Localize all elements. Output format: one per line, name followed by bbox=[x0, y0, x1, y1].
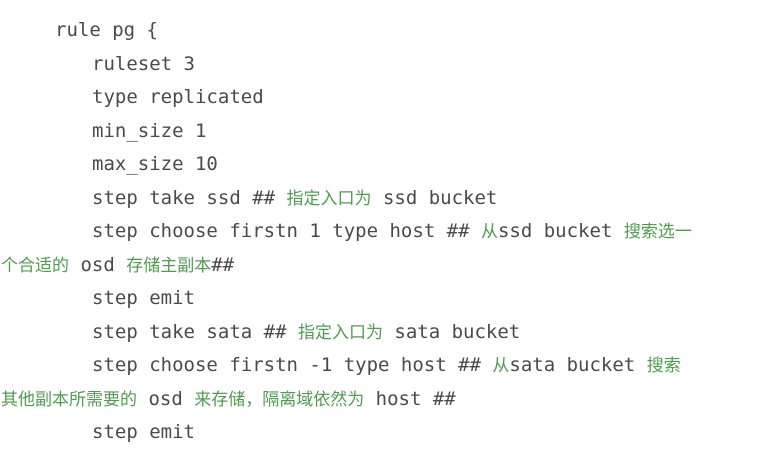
code-text: step take ssd ## bbox=[92, 186, 287, 209]
comment-text-cjk: 指定入口为 bbox=[297, 322, 383, 343]
code-line: step emit bbox=[0, 416, 778, 450]
code-line: rule pg { bbox=[0, 14, 778, 48]
code-line: step take sata ## 指定入口为 sata bucket bbox=[0, 316, 778, 350]
comment-text-cjk: 指定入口为 bbox=[286, 188, 372, 209]
code-line: max_size 10 bbox=[0, 148, 778, 182]
code-line: step choose firstn -1 type host ## 从sata… bbox=[0, 349, 778, 383]
comment-text-cjk: 搜索 bbox=[646, 356, 681, 376]
code-text: type replicated bbox=[92, 86, 264, 108]
code-line: 其他副本所需要的 osd 来存储，隔离域依然为 host ## bbox=[0, 383, 778, 417]
code-text: step emit bbox=[92, 421, 195, 443]
code-text: max_size 10 bbox=[92, 153, 218, 175]
code-text: host ## bbox=[364, 387, 456, 410]
code-lines-container: rule pg { ruleset 3 type replicated min_siz… bbox=[0, 14, 778, 450]
code-text: ssd bucket bbox=[497, 220, 624, 242]
code-text: osd bbox=[137, 387, 195, 410]
code-text: step take sata ## bbox=[92, 320, 298, 343]
code-text: osd bbox=[69, 253, 127, 276]
comment-marker: ## bbox=[211, 253, 235, 276]
code-line: min_size 1 bbox=[0, 115, 778, 149]
code-line: step take ssd ## 指定入口为 ssd bucket bbox=[0, 182, 778, 216]
code-text: step choose firstn -1 type host ## bbox=[92, 354, 493, 376]
comment-text-cjk: 从 bbox=[480, 222, 498, 242]
code-text: ruleset 3 bbox=[92, 52, 195, 75]
code-text: step choose firstn 1 type host ## bbox=[92, 220, 481, 242]
code-text: rule pg { bbox=[55, 19, 158, 41]
comment-text-cjk: 个合适的 bbox=[1, 255, 69, 276]
code-line: 个合适的 osd 存储主副本## bbox=[0, 249, 778, 283]
code-text: min_size 1 bbox=[92, 119, 207, 142]
code-line: step choose firstn 1 type host ## 从ssd b… bbox=[0, 215, 778, 249]
comment-text-cjk: 来存储，隔离域依然为 bbox=[194, 389, 365, 410]
code-text: step emit bbox=[92, 287, 195, 309]
code-text: sata bucket bbox=[509, 354, 647, 376]
comment-text-cjk: 存储主副本 bbox=[126, 255, 212, 276]
code-text: ssd bucket bbox=[371, 186, 498, 209]
code-line: type replicated bbox=[0, 81, 778, 115]
code-line: step emit bbox=[0, 282, 778, 316]
comment-text-cjk: 从 bbox=[492, 356, 510, 376]
comment-text-cjk: 其他副本所需要的 bbox=[1, 389, 137, 410]
code-line: ruleset 3 bbox=[0, 48, 778, 82]
code-text: sata bucket bbox=[382, 320, 521, 343]
comment-text-cjk: 搜索选一 bbox=[623, 222, 692, 242]
